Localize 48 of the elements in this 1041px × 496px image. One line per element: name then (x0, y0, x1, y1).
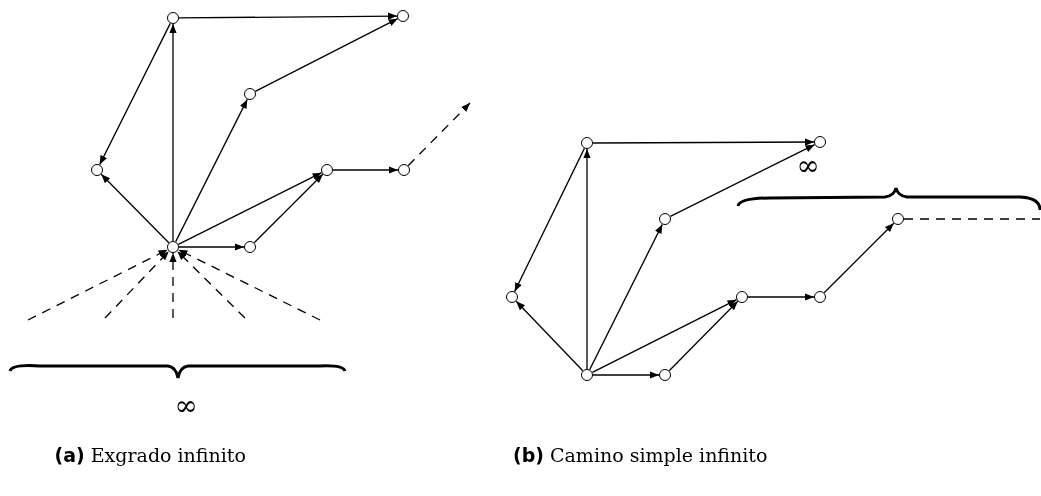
arrow (178, 243, 245, 251)
arrow (253, 173, 324, 244)
arrow (407, 102, 471, 167)
arrow (100, 173, 170, 244)
vertex-circle (814, 291, 826, 303)
arrow (591, 299, 738, 373)
arrow (27, 249, 169, 321)
arrow (669, 144, 816, 217)
arrow (747, 293, 815, 301)
arrow (823, 222, 895, 294)
vertex-circle (244, 88, 256, 100)
arrow (668, 300, 739, 372)
arrow (104, 250, 170, 319)
arrow (254, 18, 399, 92)
arrow (169, 252, 177, 319)
arrow (175, 98, 248, 243)
infinity-symbol: ∞ (796, 148, 820, 182)
vertex-circle (581, 369, 593, 381)
arrow (177, 172, 323, 245)
infinity-symbol: ∞ (174, 388, 198, 422)
vertex-circle (321, 164, 333, 176)
vertex-circle (397, 10, 409, 22)
vertex-circle (244, 241, 256, 253)
vertex-circle (91, 164, 103, 176)
arrow (178, 12, 398, 20)
vertex-circle (659, 213, 671, 225)
vertex-circle (506, 291, 518, 303)
arrow (592, 371, 660, 379)
arrow (592, 138, 815, 146)
subfigure-caption: (a) Exgrado infinito (54, 444, 246, 466)
arrow (513, 147, 586, 293)
vertex-circle (736, 291, 748, 303)
arrow (176, 250, 246, 319)
vertex-circle (581, 137, 593, 149)
arrow (99, 22, 171, 166)
subfigure-caption: (b) Camino simple infinito (513, 444, 768, 466)
vertex-circle (398, 164, 410, 176)
arrow (515, 300, 584, 372)
arrow (169, 23, 177, 242)
vertex-circle (814, 136, 826, 148)
arrow (177, 249, 321, 321)
vertex-circle (892, 213, 904, 225)
vertex-circle (167, 241, 179, 253)
arrow (332, 166, 399, 174)
vertex-circle (167, 12, 179, 24)
arrow (589, 223, 663, 371)
vertex-circle (659, 369, 671, 381)
arrow (583, 148, 591, 370)
